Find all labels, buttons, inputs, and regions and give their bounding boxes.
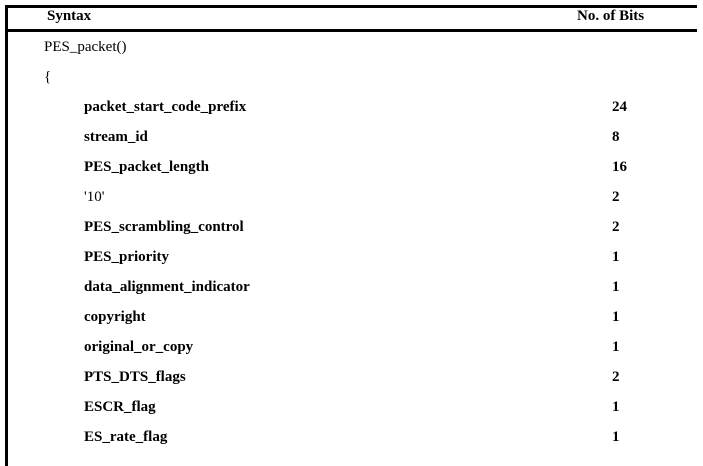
- table-row: PES_priority 1: [0, 242, 703, 272]
- table-row: data_alignment_indicator 1: [0, 272, 703, 302]
- cell-syntax: data_alignment_indicator: [84, 279, 250, 295]
- table-row: copyright 1: [0, 302, 703, 332]
- table-row: original_or_copy 1: [0, 332, 703, 362]
- cell-syntax: original_or_copy: [84, 339, 194, 355]
- table-top-rule: [5, 5, 697, 8]
- cell-no-of-bits: 8: [612, 129, 620, 145]
- table-row: ESCR_flag 1: [0, 392, 703, 422]
- cell-no-of-bits: 2: [612, 219, 620, 235]
- table-row: '10' 2: [0, 182, 703, 212]
- column-header-syntax: Syntax: [47, 8, 92, 24]
- cell-syntax: ES_rate_flag: [84, 429, 168, 445]
- cell-no-of-bits: 1: [612, 399, 620, 415]
- table-row: packet_start_code_prefix 24: [0, 92, 703, 122]
- column-header-no-of-bits: No. of Bits: [577, 8, 645, 24]
- cell-syntax: copyright: [84, 309, 146, 325]
- cell-syntax: PTS_DTS_flags: [84, 369, 186, 385]
- cell-no-of-bits: 24: [612, 99, 627, 115]
- table-header-row: Syntax No. of Bits: [0, 3, 703, 29]
- cell-syntax: PES_scrambling_control: [84, 219, 244, 235]
- cell-no-of-bits: 2: [612, 369, 620, 385]
- cell-syntax: ESCR_flag: [84, 399, 156, 415]
- table-row: PES_scrambling_control 2: [0, 212, 703, 242]
- cell-no-of-bits: 16: [612, 159, 627, 175]
- cell-syntax: PES_packet(): [44, 39, 127, 55]
- cell-syntax: stream_id: [84, 129, 148, 145]
- table-body: PES_packet() { packet_start_code_prefix 24 s…: [0, 32, 703, 452]
- cell-syntax: '10': [84, 189, 105, 205]
- table-row: PTS_DTS_flags 2: [0, 362, 703, 392]
- cell-no-of-bits: 2: [612, 189, 620, 205]
- cell-no-of-bits: 1: [612, 429, 620, 445]
- cell-no-of-bits: 1: [612, 339, 620, 355]
- cell-syntax: PES_priority: [84, 249, 169, 265]
- cell-syntax: PES_packet_length: [84, 159, 210, 175]
- cell-syntax: {: [44, 69, 52, 85]
- cell-no-of-bits: 1: [612, 249, 620, 265]
- table-row: {: [0, 62, 703, 92]
- cell-no-of-bits: 1: [612, 279, 620, 295]
- table-row: PES_packet(): [0, 32, 703, 62]
- cell-no-of-bits: 1: [612, 309, 620, 325]
- table-left-border: [5, 5, 8, 466]
- table-header-rule: [5, 29, 697, 32]
- cell-syntax: packet_start_code_prefix: [84, 99, 247, 115]
- table-row: ES_rate_flag 1: [0, 422, 703, 452]
- table-row: PES_packet_length 16: [0, 152, 703, 182]
- table-row: stream_id 8: [0, 122, 703, 152]
